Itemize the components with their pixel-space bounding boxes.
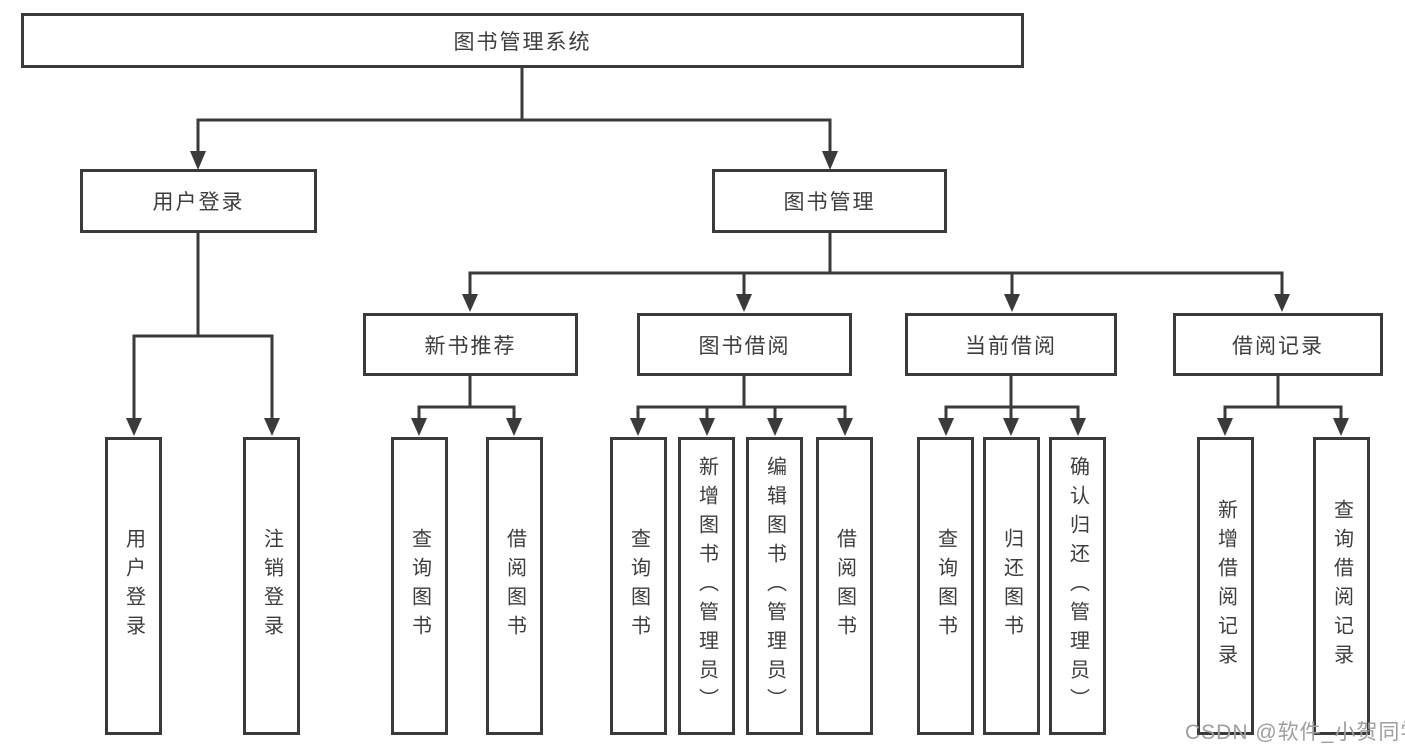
node-user-login: 用户登录 — [80, 169, 317, 233]
node-current-borrowing: 当前借阅 — [905, 313, 1117, 376]
node-label: 图书管理系统 — [453, 30, 592, 54]
leaf-label: 新增借阅记录 — [1214, 499, 1237, 673]
node-label: 用户登录 — [152, 191, 245, 214]
leaf-borrow-books: 借阅图书 — [816, 437, 873, 735]
leaf-borrow-books: 借阅图书 — [486, 437, 543, 735]
leaf-label: 确认归还（管理员） — [1066, 455, 1089, 717]
node-library-management-system: 图书管理系统 — [21, 13, 1024, 68]
leaf-label: 借阅图书 — [503, 528, 526, 644]
node-new-book-recommendation: 新书推荐 — [363, 313, 578, 376]
node-label: 当前借阅 — [965, 334, 1057, 358]
leaf-label: 编辑图书（管理员） — [763, 455, 786, 717]
node-label: 图书借阅 — [698, 334, 791, 358]
connector-strokes — [132, 65, 1343, 423]
leaf-return-books: 归还图书 — [983, 437, 1040, 735]
node-book-borrowing: 图书借阅 — [637, 313, 852, 376]
leaf-edit-books-admin: 编辑图书（管理员） — [746, 437, 803, 735]
leaf-label: 查询借阅记录 — [1330, 499, 1353, 673]
leaf-label: 查询图书 — [408, 528, 431, 644]
leaf-query-borrow-record: 查询借阅记录 — [1313, 437, 1370, 735]
leaf-label: 用户登录 — [122, 528, 145, 644]
leaf-label: 借阅图书 — [833, 528, 856, 644]
leaf-query-books: 查询图书 — [391, 437, 448, 735]
leaf-query-books: 查询图书 — [610, 437, 667, 735]
leaf-user-login: 用户登录 — [105, 437, 162, 735]
leaf-label: 归还图书 — [1000, 528, 1023, 644]
node-label: 图书管理 — [783, 191, 876, 214]
node-book-management: 图书管理 — [712, 169, 947, 233]
node-label: 借阅记录 — [1232, 334, 1324, 358]
node-borrowing-records: 借阅记录 — [1173, 313, 1383, 376]
leaf-label: 注销登录 — [260, 528, 283, 644]
leaf-add-borrow-record: 新增借阅记录 — [1197, 437, 1254, 735]
leaf-label: 查询图书 — [627, 528, 650, 644]
leaf-confirm-return-admin: 确认归还（管理员） — [1049, 437, 1106, 735]
leaf-label: 查询图书 — [934, 528, 957, 644]
leaf-query-books: 查询图书 — [917, 437, 974, 735]
node-label: 新书推荐 — [424, 334, 517, 358]
leaf-logout: 注销登录 — [243, 437, 300, 735]
leaf-add-books-admin: 新增图书（管理员） — [678, 437, 735, 735]
leaf-label: 新增图书（管理员） — [695, 455, 718, 717]
arrowheads — [126, 151, 1349, 436]
